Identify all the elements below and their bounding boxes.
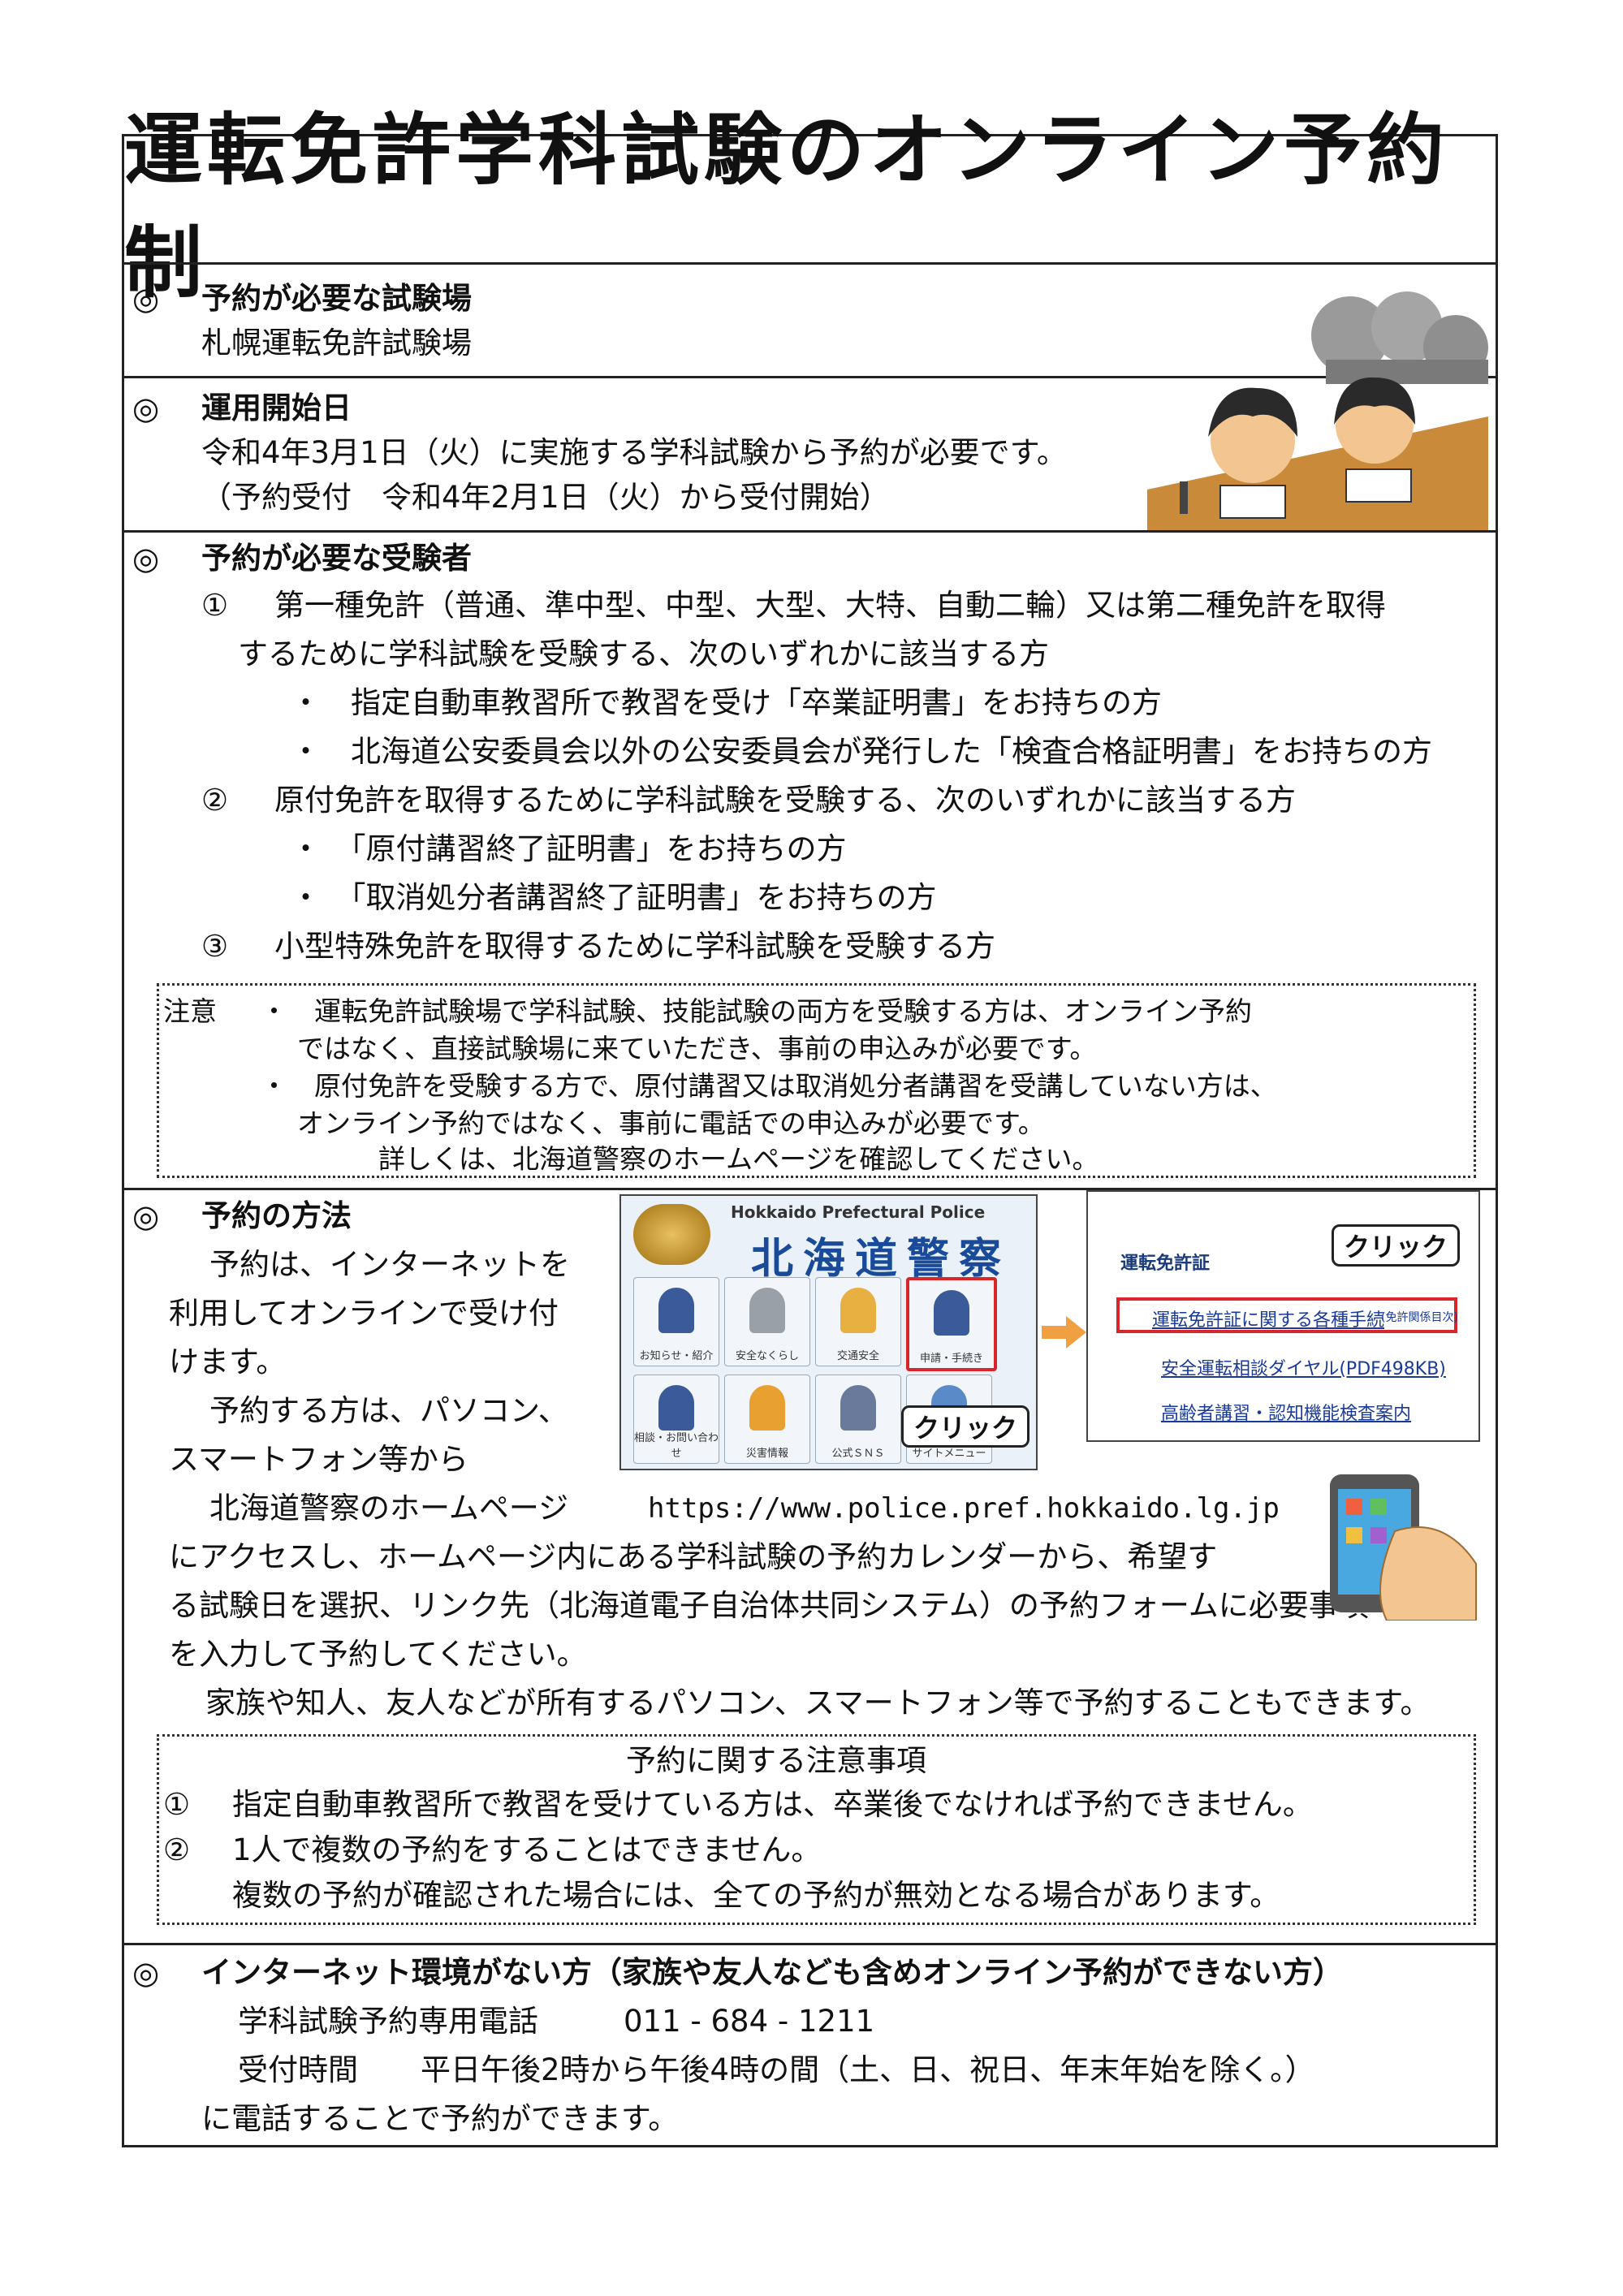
website-tile[interactable]: 公式ＳＮＳ <box>815 1375 901 1464</box>
double-circle-icon: ◎ <box>132 281 160 317</box>
click-callout: クリック <box>1332 1224 1461 1267</box>
method-p2-l6: を入力して予約してください。 <box>169 1637 587 1672</box>
closing-text: に電話することで予約ができます。 <box>201 2101 679 2136</box>
section-heading: 予約が必要な試験場 <box>201 281 472 316</box>
item1-sub2: ・ 北海道公安委員会以外の公安委員会が発行した「検査合格証明書」をお持ちの方 <box>291 734 1432 769</box>
caution-1a: ・ 運転免許試験場で学科試験、技能試験の両方を受験する方は、オンライン予約 <box>261 995 1252 1027</box>
reception-hours: 平日午後2時から午後4時の間（土、日、祝日、年末年始を除く。） <box>421 2052 1315 2087</box>
license-menu-screenshot: 運転免許証 クリック 運転免許証に関する各種手続 (免許関係目次) 安全運転相談… <box>1086 1190 1480 1442</box>
item-number: ② <box>163 1832 191 1867</box>
website-en-name: Hokkaido Prefectural Police <box>731 1202 986 1222</box>
item1-line1: 第一種免許（普通、準中型、中型、大型、大特、自動二輪）又は第二種免許を取得 <box>274 588 1386 623</box>
item3-line1: 小型特殊免許を取得するために学科試験を受験する方 <box>274 929 995 964</box>
method-p3: 家族や知人、友人などが所有するパソコン、スマートフォン等で予約することもできます… <box>205 1685 1431 1720</box>
caution-box: 注意 ・ 運転免許試験場で学科試験、技能試験の両方を受験する方は、オンライン予約… <box>157 983 1476 1178</box>
item-number: ③ <box>201 929 229 964</box>
arrow-right-icon <box>1042 1316 1086 1349</box>
item2-line1: 原付免許を取得するために学科試験を受験する、次のいずれかに該当する方 <box>274 783 1296 818</box>
click-callout: クリック <box>901 1405 1030 1448</box>
smartphone-hand-illustration <box>1330 1474 1477 1621</box>
section-heading: インターネット環境がない方（家族や友人なども含めオンライン予約ができない方） <box>201 1955 1343 1990</box>
method-p2-l3: 北海道警察のホームページ <box>209 1491 569 1526</box>
exam-site-name: 札幌運転免許試験場 <box>201 326 472 360</box>
method-p1-l3: けます。 <box>169 1344 287 1379</box>
section-heading: 運用開始日 <box>201 391 352 425</box>
notes-title: 予約に関する注意事項 <box>626 1743 926 1778</box>
caution-2b: オンライン予約ではなく、事前に電話での申込みが必要です。 <box>297 1107 1045 1139</box>
double-circle-icon: ◎ <box>132 391 160 426</box>
safe-driving-link[interactable]: 安全運転相談ダイヤル(PDF498KB) <box>1161 1359 1446 1379</box>
section-heading: 予約が必要な受験者 <box>201 541 472 576</box>
method-p2-l1: 予約する方は、パソコン、 <box>209 1393 568 1428</box>
caution-1b: ではなく、直接試験場に来ていただき、事前の申込みが必要です。 <box>297 1033 1097 1064</box>
section-heading: 予約の方法 <box>201 1198 352 1233</box>
item1-line2: するために学科試験を受験する、次のいずれかに該当する方 <box>238 637 1049 671</box>
section-no-internet: ◎ インターネット環境がない方（家族や友人なども含めオンライン予約ができない方）… <box>124 1943 1496 2150</box>
license-procedures-link[interactable]: 運転免許証に関する各種手続 (免許関係目次) <box>1116 1297 1458 1333</box>
notes-item2: 1人で複数の予約をすることはできません。 <box>232 1832 822 1867</box>
police-website-screenshot: Hokkaido Prefectural Police 北海道警察 お知らせ・紹… <box>619 1194 1038 1470</box>
start-date-text: 令和4年3月1日（火）に実施する学科試験から予約が必要です。 <box>201 435 1067 470</box>
website-tile[interactable]: お知らせ・紹介 <box>633 1277 719 1366</box>
reservation-notes-box: 予約に関する注意事項 ① 指定自動車教習所で教習を受けている方は、卒業後でなけれ… <box>157 1734 1476 1925</box>
license-panel-heading: 運転免許証 <box>1120 1254 1211 1274</box>
website-tile[interactable]: 相談・お問い合わせ <box>633 1375 719 1464</box>
notice-frame: 運転免許学科試験のオンライン予約制 ◎ 予約が必要な試験場 札幌運転免許試験場 … <box>122 104 1498 2150</box>
double-circle-icon: ◎ <box>132 541 160 576</box>
page-title: 運転免許学科試験のオンライン予約制 <box>124 104 1449 309</box>
police-website-url[interactable]: https://www.police.pref.hokkaido.lg.jp <box>648 1492 1280 1525</box>
police-emblem-icon <box>633 1204 710 1265</box>
website-tile[interactable]: 安全なくらし <box>724 1277 810 1366</box>
double-circle-icon: ◎ <box>132 1955 160 1991</box>
section-eligible-applicants: ◎ 予約が必要な受験者 ① 第一種免許（普通、準中型、中型、大型、大特、自動二輪… <box>124 530 1496 1188</box>
item-number: ② <box>201 783 229 818</box>
item1-sub1: ・ 指定自動車教習所で教習を受け「卒業証明書」をお持ちの方 <box>291 685 1162 720</box>
method-p1-l1: 予約は、インターネットを <box>209 1247 570 1282</box>
section-reservation-method: ◎ 予約の方法 予約は、インターネットを 利用してオンラインで受け付 けます。 … <box>124 1188 1496 1943</box>
hours-label: 受付時間 <box>238 2052 358 2087</box>
item2-sub1: ・ 「原付講習終了証明書」をお持ちの方 <box>291 831 847 866</box>
reception-date-text: （予約受付 令和4年2月1日（火）から受付開始） <box>201 480 890 515</box>
double-circle-icon: ◎ <box>132 1198 160 1234</box>
website-tile[interactable]: 交通安全 <box>815 1277 901 1366</box>
method-p2-l5: る試験日を選択、リンク先（北海道電子自治体共同システム）の予約フォームに必要事項 <box>169 1588 1369 1623</box>
elderly-course-link[interactable]: 高齢者講習・認知機能検査案内 <box>1161 1404 1412 1424</box>
caution-label: 注意 <box>163 995 217 1027</box>
website-jp-name: 北海道警察 <box>751 1235 1012 1284</box>
notes-item1: 指定自動車教習所で教習を受けている方は、卒業後でなければ予約できません。 <box>232 1787 1313 1822</box>
item-number: ① <box>201 588 229 623</box>
item-number: ① <box>163 1787 191 1822</box>
method-p1-l2: 利用してオンラインで受け付 <box>169 1296 559 1331</box>
item2-sub2: ・ 「取消処分者講習終了証明書」をお持ちの方 <box>291 880 937 915</box>
method-p2-l2: スマートフォン等から <box>169 1442 468 1477</box>
caution-2a: ・ 原付免許を受験する方で、原付講習又は取消処分者講習を受講していない方は、 <box>261 1070 1277 1102</box>
website-tile[interactable]: 災害情報 <box>724 1375 810 1464</box>
notes-item2b: 複数の予約が確認された場合には、全ての予約が無効となる場合があります。 <box>232 1878 1280 1913</box>
students-illustration <box>1147 291 1488 530</box>
phone-label: 学科試験予約専用電話 <box>238 2004 538 2039</box>
section-exam-site: ◎ 予約が必要な試験場 札幌運転免許試験場 <box>124 262 1496 376</box>
section-start-date: ◎ 運用開始日 令和4年3月1日（火）に実施する学科試験から予約が必要です。 （… <box>124 376 1496 530</box>
website-tile-procedures[interactable]: 申請・手続き <box>906 1277 997 1371</box>
method-p2-l4: にアクセスし、ホームページ内にある学科試験の予約カレンダーから、希望す <box>169 1539 1218 1574</box>
reservation-phone-number[interactable]: 011 - 684 - 1211 <box>624 2004 875 2039</box>
caution-3: 詳しくは、北海道警察のホームページを確認してください。 <box>378 1143 1099 1175</box>
